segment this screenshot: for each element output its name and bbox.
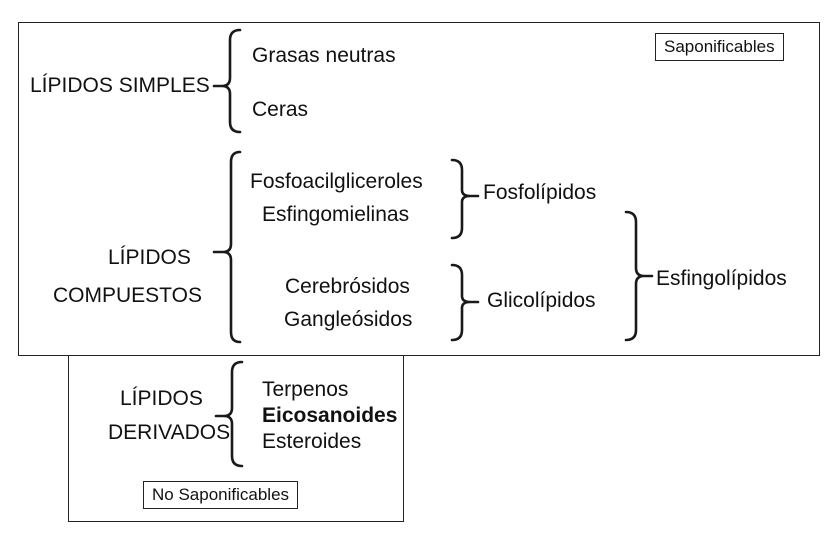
no-saponificables-box [68, 355, 404, 522]
fosfolipidos-label: Fosfolípidos [483, 181, 597, 204]
terpenos-label: Terpenos [262, 378, 349, 401]
saponificables-box [18, 22, 820, 356]
esfingomielinas-label: Esfingomielinas [262, 203, 410, 226]
no-saponificables-label: No Saponificables [143, 481, 299, 509]
ceras-label: Ceras [252, 98, 309, 121]
cerebrosidos-label: Cerebrósidos [285, 275, 410, 298]
gangleosidos-label: Gangleósidos [284, 308, 413, 331]
lipidos-compuestos-label-line1: LÍPIDOS [108, 246, 191, 269]
glicolipidos-label: Glicolípidos [487, 289, 596, 312]
lipidos-compuestos-label-line2: COMPUESTOS [53, 284, 202, 307]
esfingolipidos-label: Esfingolípidos [656, 267, 787, 290]
lipidos-derivados-label-line2: DERIVADOS [108, 421, 231, 444]
saponificables-label: Saponificables [655, 33, 784, 61]
grasas-neutras-label: Grasas neutras [252, 44, 396, 67]
esteroides-label: Esteroides [262, 430, 362, 453]
fosfoacilgliceroles-label: Fosfoacilgliceroles [250, 170, 423, 193]
lipidos-derivados-label-line1: LÍPIDOS [120, 387, 203, 410]
lipidos-simples-label: LÍPIDOS SIMPLES [30, 74, 210, 97]
eicosanoides-label: Eicosanoides [262, 404, 398, 427]
